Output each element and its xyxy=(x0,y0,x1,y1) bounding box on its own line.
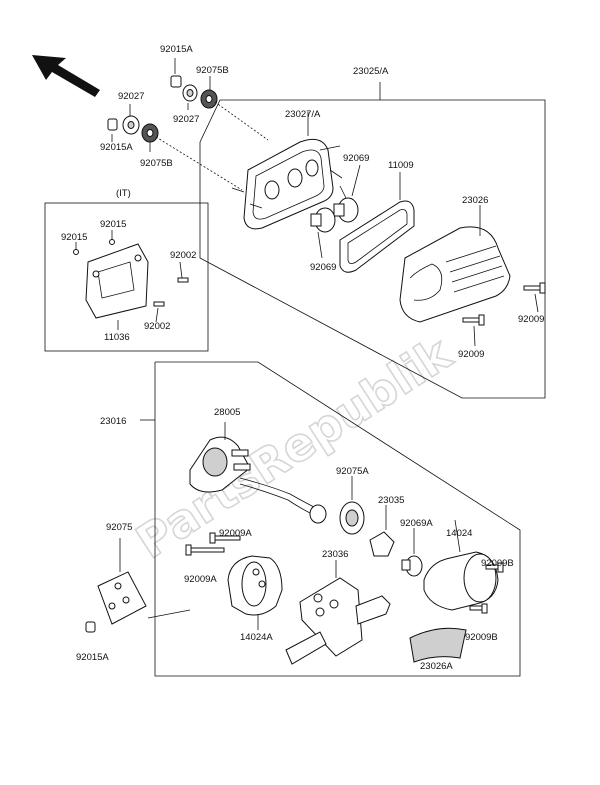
label-23026a: 23026A xyxy=(420,661,453,672)
label-92075b-left: 92075B xyxy=(140,158,173,169)
screw-92009-right xyxy=(523,282,546,313)
label-92015a-bottom: 92015A xyxy=(76,652,109,663)
label-23036: 23036 xyxy=(322,549,348,560)
label-23026: 23026 xyxy=(462,195,488,206)
washer-92075b-left xyxy=(141,123,159,143)
gasket-11009 xyxy=(339,200,415,273)
lens-23026a xyxy=(409,627,467,663)
label-11036: 11036 xyxy=(104,332,130,343)
label-23016: 23016 xyxy=(100,416,126,427)
part-labels: 92015A 92075B 92027 23025/A 92027 23027/… xyxy=(61,44,544,672)
label-92027-mid: 92027 xyxy=(173,114,199,125)
front-direction-arrow xyxy=(32,55,100,97)
bulb-92069-top xyxy=(333,185,359,223)
tail-lens-23026 xyxy=(399,205,511,323)
label-28005: 28005 xyxy=(214,407,240,418)
label-23035: 23035 xyxy=(378,495,404,506)
lens-housing-14024a xyxy=(227,555,283,630)
washer-92075b-top xyxy=(200,89,218,109)
grommet-92027-top xyxy=(182,84,198,102)
assembly-box-23025a xyxy=(199,99,546,399)
plate-bracket-11036 xyxy=(85,243,149,319)
mount-bracket-23036 xyxy=(285,560,391,665)
label-14024a: 14024A xyxy=(240,632,273,643)
label-92069-bottom: 92069 xyxy=(310,262,336,273)
bulb-92069-bottom xyxy=(310,207,336,259)
label-inset-it: (IT) xyxy=(116,188,131,199)
nut-92015a-left xyxy=(107,118,118,131)
label-92009-right: 92009 xyxy=(518,314,544,325)
label-92015-inset-b: 92015 xyxy=(61,232,87,243)
label-92015a-left: 92015A xyxy=(100,142,133,153)
assembly-outline-23025a xyxy=(199,82,381,143)
label-11009: 11009 xyxy=(388,160,414,171)
nut-92015a-bottom xyxy=(85,621,96,633)
label-92009b-b: 92009B xyxy=(465,632,498,643)
reflector-plate-92075 xyxy=(97,538,191,625)
nut-92015a-top xyxy=(170,75,182,88)
bulb-socket-23035 xyxy=(369,505,395,557)
label-92009a-a: 92009A xyxy=(219,528,252,539)
screw-92009b xyxy=(469,562,504,614)
wire-harness xyxy=(239,477,327,524)
label-92015a-top: 92015A xyxy=(160,44,193,55)
label-92009-bottom: 92009 xyxy=(458,349,484,360)
label-92009b-a: 92009B xyxy=(481,558,514,569)
screw-92009a xyxy=(185,532,241,556)
inset-box-it xyxy=(44,202,209,352)
label-92075: 92075 xyxy=(106,522,132,533)
label-92027-left: 92027 xyxy=(118,91,144,102)
bulb-92069a xyxy=(401,528,423,577)
lamp-base-23027a xyxy=(231,138,343,230)
label-92075b-top: 92075B xyxy=(196,65,229,76)
label-92015-inset-a: 92015 xyxy=(100,219,126,230)
label-92069-top: 92069 xyxy=(343,153,369,164)
label-92002-a: 92002 xyxy=(170,250,196,261)
label-23025a: 23025/A xyxy=(353,66,389,77)
grommet-92027-left xyxy=(122,115,140,135)
socket-housing-28005 xyxy=(189,422,251,493)
label-92075a: 92075A xyxy=(336,466,369,477)
label-92002-b: 92002 xyxy=(144,321,170,332)
assembly-box-23016 xyxy=(154,361,521,677)
grommet-92075a xyxy=(339,476,365,535)
screw-92009-bottom xyxy=(462,314,485,347)
screw-92002-inset xyxy=(153,277,189,307)
label-14024: 14024 xyxy=(446,528,472,539)
label-23027a: 23027/A xyxy=(285,109,321,120)
label-92069a: 92069A xyxy=(400,518,433,529)
label-92009a-b: 92009A xyxy=(184,574,217,585)
